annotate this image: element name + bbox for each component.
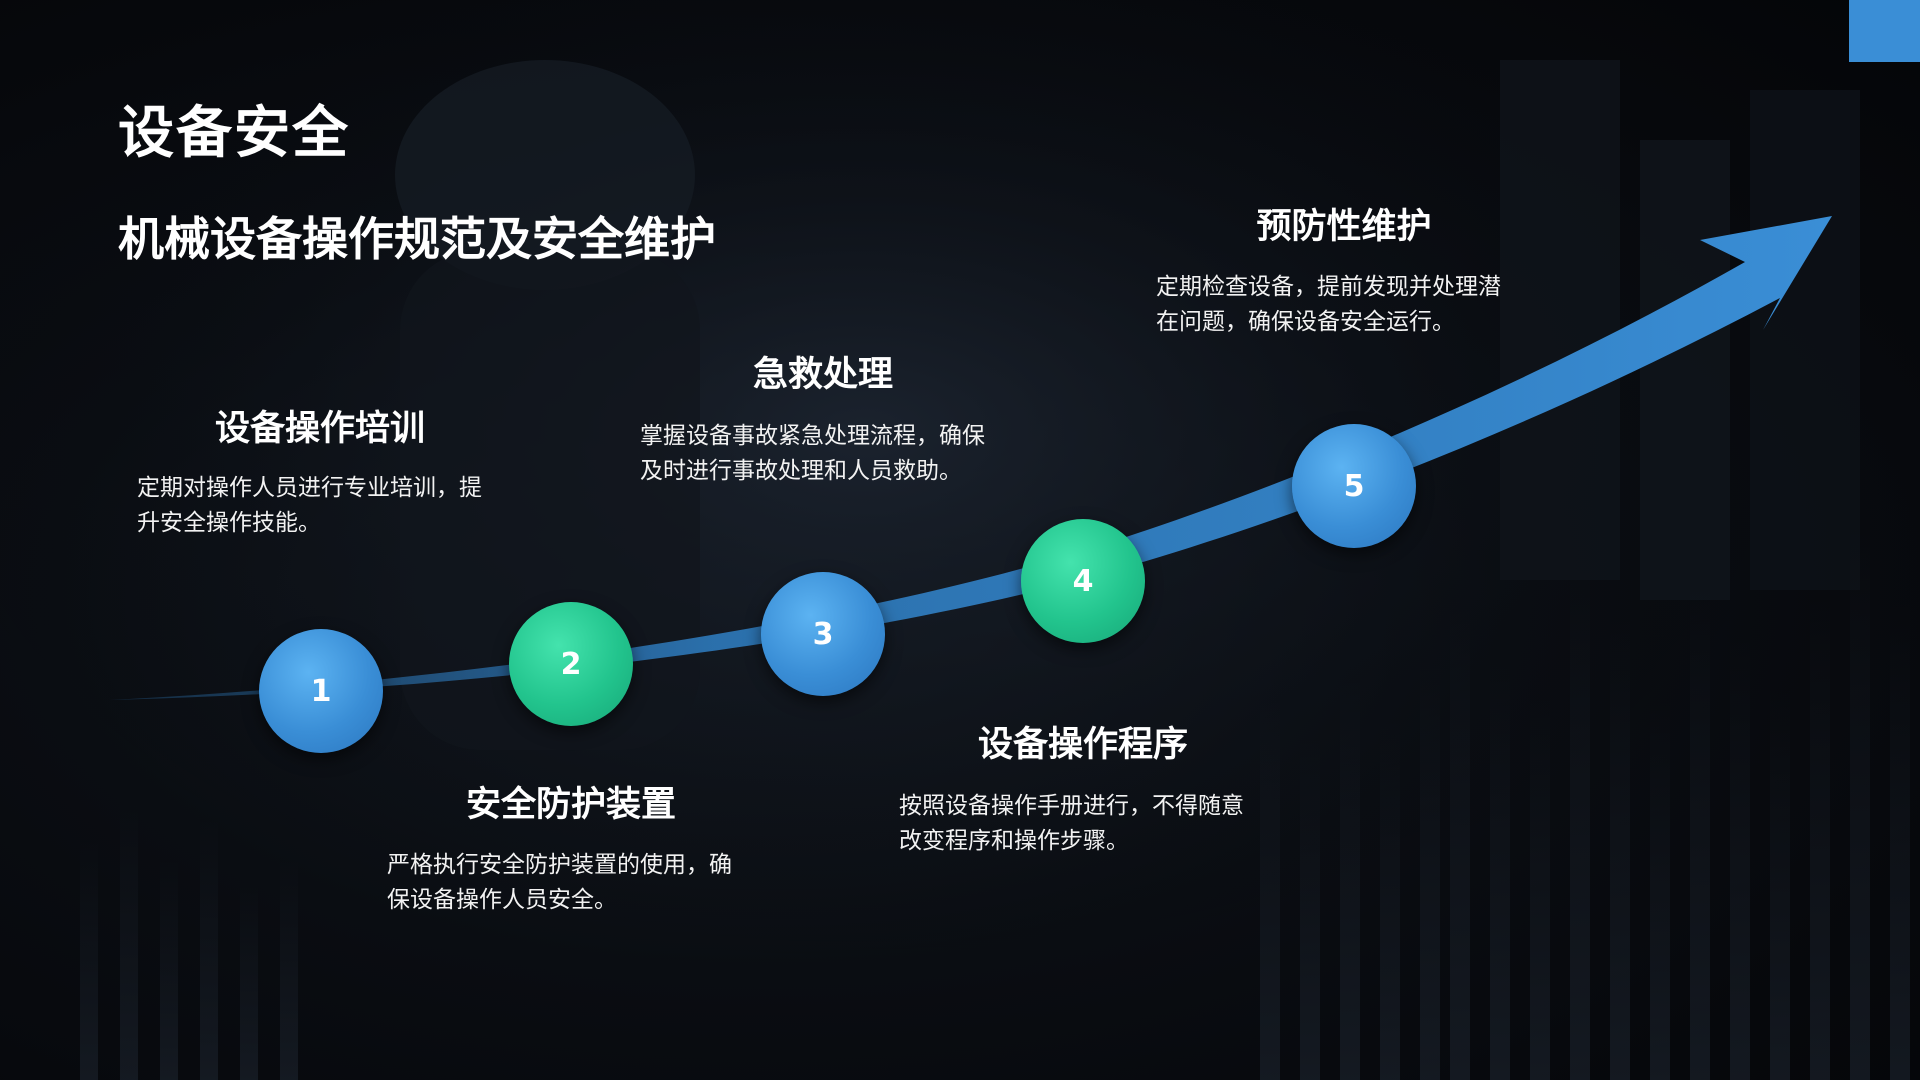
step-4-title: 设备操作程序 xyxy=(977,725,1189,765)
page-subtitle: 机械设备操作规范及安全维护 xyxy=(118,212,716,266)
step-2-title: 安全防护装置 xyxy=(465,785,677,825)
step-3-description-line: 掌握设备事故紧急处理流程，确保 xyxy=(640,423,985,449)
step-4-description: 按照设备操作手册进行，不得随意 改变程序和操作步骤。 xyxy=(899,789,1244,859)
step-1-description-line: 升安全操作技能。 xyxy=(137,510,321,536)
building-silhouette xyxy=(1500,60,1620,580)
step-2-description-line: 保设备操作人员安全。 xyxy=(387,887,617,913)
step-2-circle: 2 xyxy=(509,602,633,726)
step-4-description-line: 按照设备操作手册进行，不得随意 xyxy=(899,793,1244,819)
step-5-title: 预防性维护 xyxy=(1256,207,1432,247)
step-2-description-line: 严格执行安全防护装置的使用，确 xyxy=(387,852,732,878)
page-title: 设备安全 xyxy=(118,101,350,166)
step-4-description-line: 改变程序和操作步骤。 xyxy=(899,828,1129,854)
step-3-description: 掌握设备事故紧急处理流程，确保 及时进行事故处理和人员救助。 xyxy=(640,419,985,489)
background-bars xyxy=(80,520,1910,1080)
worker-silhouette xyxy=(400,250,700,750)
building-silhouette xyxy=(1640,140,1730,600)
step-1-description-line: 定期对操作人员进行专业培训，提 xyxy=(137,475,482,501)
step-5-description-line: 定期检查设备，提前发现并处理潜 xyxy=(1156,274,1501,300)
building-silhouette xyxy=(1750,90,1860,590)
step-3-title: 急救处理 xyxy=(752,355,894,395)
helmet-silhouette xyxy=(395,60,695,290)
step-2-description: 严格执行安全防护装置的使用，确 保设备操作人员安全。 xyxy=(387,848,732,918)
step-3-circle: 3 xyxy=(761,572,885,696)
step-1-title: 设备操作培训 xyxy=(214,409,426,449)
step-1-description: 定期对操作人员进行专业培训，提 升安全操作技能。 xyxy=(137,471,482,541)
step-5-description-line: 在问题，确保设备安全运行。 xyxy=(1156,309,1455,335)
corner-accent-block xyxy=(1849,0,1920,62)
step-4-circle: 4 xyxy=(1021,519,1145,643)
step-3-description-line: 及时进行事故处理和人员救助。 xyxy=(640,458,962,484)
arrow-body xyxy=(110,216,1832,700)
step-1-circle: 1 xyxy=(259,629,383,753)
step-5-circle: 5 xyxy=(1292,424,1416,548)
step-5-description: 定期检查设备，提前发现并处理潜 在问题，确保设备安全运行。 xyxy=(1156,270,1501,340)
